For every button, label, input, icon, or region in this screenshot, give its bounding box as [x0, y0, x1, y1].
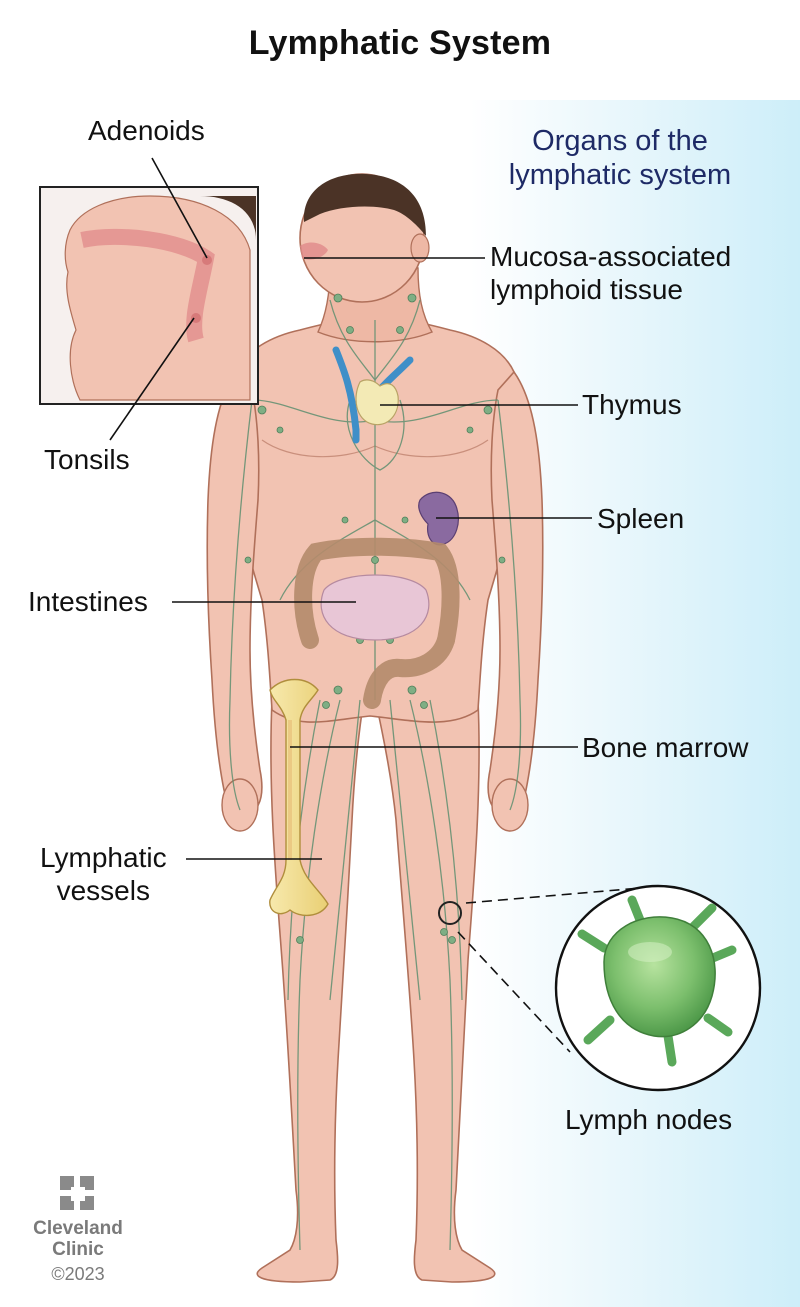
- lymph-node-zoom: [554, 884, 762, 1092]
- knee-node-highlight: [438, 901, 462, 925]
- left-leg: [256, 699, 363, 1283]
- label-malt: Mucosa-associated lymphoid tissue: [490, 240, 731, 306]
- label-lymph-nodes: Lymph nodes: [565, 1104, 733, 1135]
- subtitle-line-2: lymphatic system: [508, 159, 732, 191]
- inset-face-panel: [39, 186, 259, 405]
- cleveland-clinic-mark-icon: [60, 1176, 96, 1212]
- diagram-subtitle: Organs of the lymphatic system: [470, 124, 770, 192]
- label-lymphatic-line-1: Lymphatic: [40, 842, 167, 873]
- subtitle-line-1: Organs of the: [532, 125, 708, 157]
- label-malt-line-1: Mucosa-associated: [490, 241, 732, 272]
- femur-bone: [269, 678, 329, 917]
- right-hand: [491, 778, 529, 832]
- large-intestine: [294, 537, 460, 709]
- copyright-year: ©2023: [51, 1264, 105, 1284]
- thymus: [355, 379, 399, 426]
- small-intestine: [320, 574, 430, 641]
- diagram-title: Lymphatic System: [248, 24, 552, 62]
- hair: [303, 173, 426, 236]
- label-lymphatic-vessels: Lymphatic vessels: [40, 841, 167, 907]
- left-hand: [221, 778, 259, 832]
- label-intestines: Intestines: [28, 586, 148, 617]
- label-bone-marrow: Bone marrow: [582, 732, 749, 763]
- cleveland-clinic-logo: Cleveland Clinic ©2023: [28, 1176, 128, 1286]
- lymphatic-vessels: [228, 299, 522, 1251]
- label-tonsils: Tonsils: [44, 444, 130, 475]
- label-thymus: Thymus: [582, 389, 682, 420]
- leader-lines: [109, 157, 641, 1053]
- ear: [410, 233, 430, 263]
- label-adenoids: Adenoids: [88, 115, 205, 146]
- label-spleen: Spleen: [597, 503, 685, 534]
- label-malt-line-2: lymphoid tissue: [490, 274, 683, 305]
- nasal-mucosa-highlight: [300, 242, 328, 260]
- right-leg: [377, 699, 496, 1283]
- logo-line-2: Clinic: [52, 1239, 104, 1260]
- label-lymphatic-line-2: vessels: [56, 875, 150, 906]
- logo-line-1: Cleveland: [33, 1218, 123, 1239]
